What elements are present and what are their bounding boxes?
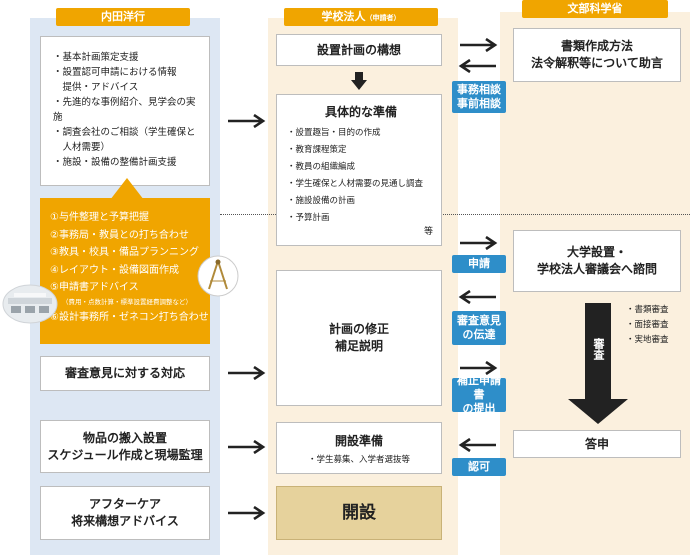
council-box: 大学設置・ 学校法人審議会へ諮問	[513, 230, 681, 292]
support-item: ・基本計画策定支援	[53, 52, 139, 63]
council-line: 学校法人審議会へ諮問	[536, 262, 657, 276]
concept-down-arrow	[351, 72, 367, 90]
support-item: ・先進的な事例紹介、見学会の実施	[53, 97, 196, 123]
service-step: ⑤申請書アドバイス	[50, 282, 139, 293]
revision-line: 計画の修正	[328, 322, 389, 336]
opinion-tag: 審査意見 の伝達	[452, 311, 506, 345]
advice-box: 書類作成方法 法令解釈等について助言	[513, 28, 681, 82]
review-items: ・書類審査 ・面接審査 ・実地審査	[626, 303, 669, 348]
advice-line: 書類作成方法	[560, 39, 633, 53]
concept-box: 設置計画の構想	[276, 34, 442, 66]
revision-line: 補足説明	[334, 339, 383, 353]
opening-box: 開設	[276, 486, 442, 540]
opinion-tag-line: の伝達	[462, 328, 496, 341]
advice-line: 法令解釈等について助言	[531, 56, 663, 70]
opening-prep-box: 開設準備 ・学生募集、入学者選抜等	[276, 422, 442, 474]
right-arrow-icon	[228, 506, 266, 520]
service-step: ②事務局・教員との打ち合わせ	[50, 229, 189, 241]
right-arrow-icon	[228, 366, 266, 380]
support-list-box: ・基本計画策定支援 ・設置認可申請における情報 提供・アドバイス ・先進的な事例…	[40, 36, 210, 186]
supplement-tag-line: 補正申請書	[457, 374, 501, 401]
orange-pointer	[110, 178, 144, 200]
preparation-item: ・設置趣旨・目的の作成	[287, 128, 381, 138]
preparation-item: ・予算計画	[287, 213, 330, 223]
support-item: 人材需要）	[53, 142, 111, 153]
right-arrow-icon	[460, 361, 498, 375]
review-down-arrow	[568, 303, 628, 424]
service-step: ④レイアウト・設備図面作成	[50, 264, 179, 276]
corp-header-title: 学校法人	[321, 10, 366, 23]
supplement-tag-line: の提出	[462, 402, 496, 415]
service-step-note: （費用・点数計算・標準設置経費調整など）	[62, 297, 192, 306]
support-item: ・調査会社のご相談（学生確保と	[53, 127, 196, 138]
preparation-list: ・設置趣旨・目的の作成 ・教育課程策定 ・教員の組織編成 ・学生確保と人材需要の…	[287, 125, 435, 227]
review-response-box: 審査意見に対する対応	[40, 356, 210, 391]
divider-line	[220, 214, 690, 215]
service-step: ①与件整理と予算把握	[50, 212, 149, 223]
opening-prep-item: ・学生募集、入学者選抜等	[307, 455, 410, 465]
preparation-title: 具体的な準備	[324, 105, 397, 119]
classroom-photo-icon	[2, 284, 58, 324]
support-item: ・設置認可申請における情報	[53, 67, 177, 78]
left-arrow-icon	[458, 59, 496, 73]
right-arrow-icon	[460, 38, 498, 52]
opinion-tag-line: 審査意見	[457, 314, 501, 327]
review-label-text: 審査	[592, 338, 605, 360]
right-arrow-icon	[228, 114, 266, 128]
compass-icon	[197, 255, 239, 297]
corp-header: 学校法人（申請者）	[284, 8, 438, 26]
left-arrow-icon	[458, 290, 496, 304]
report-box: 答申	[513, 430, 681, 458]
right-arrow-icon	[460, 236, 498, 250]
revision-box: 計画の修正 補足説明	[276, 270, 442, 406]
support-item: ・施設・設備の整備計画支援	[53, 157, 177, 168]
support-item: 提供・アドバイス	[53, 82, 139, 93]
support-list: ・基本計画策定支援 ・設置認可申請における情報 提供・アドバイス ・先進的な事例…	[53, 50, 203, 170]
preparation-item: ・学生確保と人材需要の見通し調査	[287, 179, 424, 189]
apply-tag: 申請	[452, 255, 506, 273]
preparation-box: 具体的な準備 ・設置趣旨・目的の作成 ・教育課程策定 ・教員の組織編成 ・学生確…	[276, 94, 442, 246]
aftercare-line: アフターケア	[88, 497, 161, 511]
delivery-box: 物品の搬入設置 スケジュール作成と現場監理	[40, 420, 210, 473]
supplement-tag: 補正申請書 の提出	[452, 374, 506, 415]
consult-tag-line: 事前相談	[457, 97, 501, 110]
mext-header: 文部科学省	[522, 0, 668, 18]
delivery-line: 物品の搬入設置	[82, 430, 167, 445]
uchida-header: 内田洋行	[56, 8, 190, 26]
review-item: ・実地審査	[626, 335, 669, 345]
service-step: ⑥設計事務所・ゼネコン打ち合わせ	[50, 311, 209, 323]
aftercare-box: アフターケア 将来構想アドバイス	[40, 486, 210, 540]
review-label: 審査	[586, 338, 610, 365]
preparation-item: ・教員の組織編成	[287, 162, 356, 172]
preparation-etc: 等	[423, 227, 433, 237]
review-item: ・書類審査	[626, 305, 669, 315]
opening-prep-title: 開設準備	[334, 434, 383, 448]
council-line: 大学設置・	[566, 245, 627, 259]
preparation-item: ・教育課程策定	[287, 145, 347, 155]
approval-tag: 認可	[452, 458, 506, 476]
preparation-item: ・施設設備の計画	[287, 196, 356, 206]
aftercare-line: 将来構想アドバイス	[71, 514, 179, 528]
consult-tag: 事務相談 事前相談	[452, 81, 506, 113]
left-arrow-icon	[458, 438, 496, 452]
service-steps-box: ①与件整理と予算把握 ②事務局・教員との打ち合わせ ③教具・校具・備品プランニン…	[40, 198, 210, 344]
service-step: ③教具・校具・備品プランニング	[50, 247, 199, 258]
right-arrow-icon	[228, 440, 266, 454]
review-item: ・面接審査	[626, 320, 669, 330]
consult-tag-line: 事務相談	[457, 83, 501, 96]
corp-header-sub: （申請者）	[365, 14, 401, 22]
delivery-line: スケジュール作成と現場監理	[47, 447, 203, 462]
